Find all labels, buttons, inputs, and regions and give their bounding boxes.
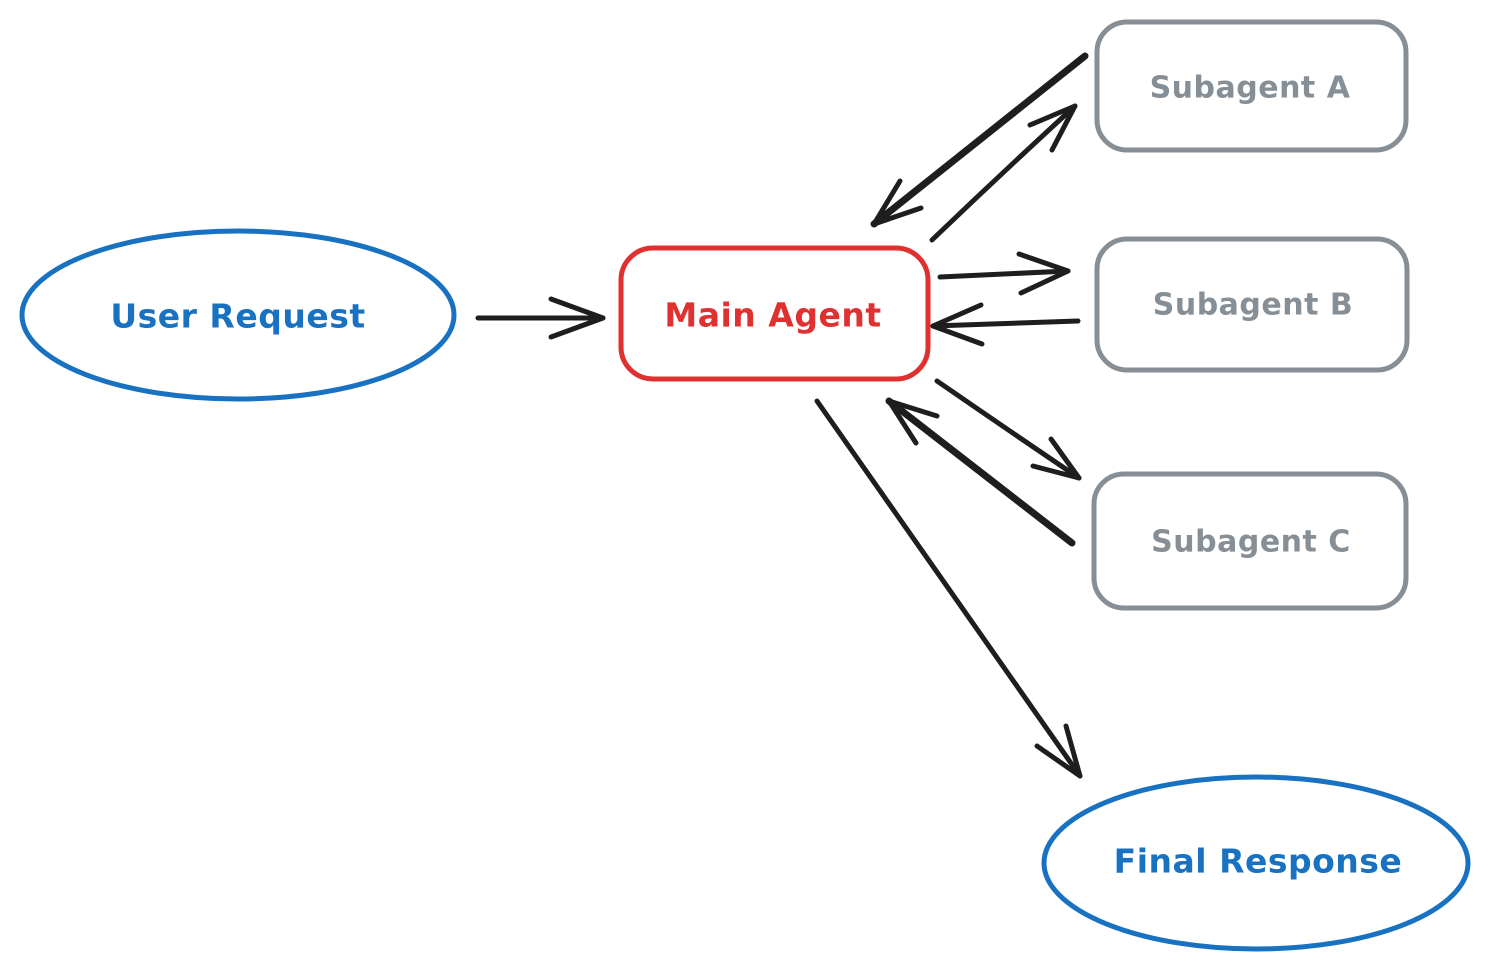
edge-main-agent-to-subagent-b bbox=[937, 251, 1071, 296]
subagent-a-label: Subagent A bbox=[1150, 71, 1351, 106]
edge-subagent-b-to-main-agent bbox=[930, 302, 1081, 347]
edge-line bbox=[870, 52, 1089, 228]
edge-subagent-c-to-main-agent bbox=[885, 397, 1076, 547]
edge-line bbox=[814, 398, 1083, 779]
arrowhead-icon bbox=[548, 296, 606, 340]
node-subagent-b: Subagent B bbox=[1094, 236, 1410, 373]
edge-line bbox=[934, 378, 1082, 481]
main-agent-box bbox=[618, 245, 931, 382]
node-user-request: User Request bbox=[19, 228, 457, 402]
arrowhead-icon bbox=[930, 302, 985, 347]
arrowhead-icon bbox=[1027, 103, 1078, 153]
edge-line bbox=[930, 318, 1081, 329]
main-agent-label: Main Agent bbox=[664, 296, 881, 335]
user-request-label: User Request bbox=[110, 297, 365, 336]
edge-subagent-a-to-main-agent bbox=[870, 52, 1089, 228]
arrowhead-icon bbox=[871, 178, 924, 227]
node-subagent-a: Subagent A bbox=[1094, 19, 1409, 153]
user-request-ellipse bbox=[19, 228, 457, 402]
edge-main-agent-to-subagent-c bbox=[934, 378, 1082, 481]
subagent-c-box bbox=[1091, 471, 1409, 611]
edge-line bbox=[937, 268, 1071, 280]
final-response-ellipse bbox=[1041, 774, 1471, 952]
arrowhead-icon bbox=[1030, 436, 1082, 481]
node-main-agent: Main Agent bbox=[618, 245, 931, 382]
final-response-label: Final Response bbox=[1114, 842, 1403, 881]
node-final-response: Final Response bbox=[1041, 774, 1471, 952]
arrowhead-icon bbox=[1034, 723, 1083, 779]
arrowhead-icon bbox=[1016, 251, 1071, 296]
node-subagent-c: Subagent C bbox=[1091, 471, 1409, 611]
subagent-a-box bbox=[1094, 19, 1409, 153]
subagent-b-label: Subagent B bbox=[1153, 288, 1354, 323]
edge-main-agent-to-final-response bbox=[814, 398, 1083, 779]
edge-line bbox=[929, 103, 1078, 243]
edge-main-agent-to-subagent-a bbox=[929, 103, 1078, 243]
edge-line bbox=[885, 397, 1076, 547]
subagent-c-label: Subagent C bbox=[1151, 525, 1351, 560]
edge-user-request-to-main-agent bbox=[475, 296, 606, 340]
subagent-b-box bbox=[1094, 236, 1410, 373]
arrowhead-icon bbox=[886, 398, 940, 446]
